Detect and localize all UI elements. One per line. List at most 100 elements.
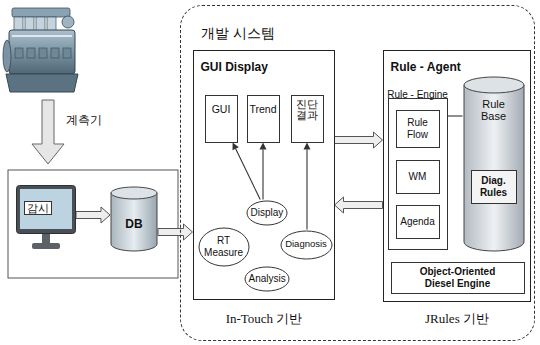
node-text: GUI [212,104,231,116]
monitoring-station-box [8,170,178,278]
text-area: Object-Oriented Diesel Engine [392,263,524,293]
node-text: Rule - Agent [391,61,461,74]
cylinder-head [47,17,56,31]
node-text: 개발 시스템 [201,26,275,42]
gui-display-panel: GUI DisplayGUI Trend 진단 결과 Display RT Measur… [193,50,335,300]
output-box: GUI [205,95,238,143]
text-area: Analysis [244,266,290,292]
monitor-neck [42,234,50,243]
engine-part-box: Rule Flow [396,110,440,148]
node-text: Diagnosis [285,239,327,250]
connector-arrow [76,207,110,223]
flywheel [3,40,11,72]
text-area: 진단 결과 [293,99,322,124]
engine-model-box: Object-Oriented Diesel Engine [391,262,525,294]
connector-arrow [335,197,383,213]
text-area: Trend [249,99,278,117]
monitor-base [32,243,60,249]
node-text: Diag. Rules [474,175,514,197]
monitor-icon: 감시 [16,185,76,251]
text-area: WM [397,161,439,193]
text-area: DB [110,186,158,252]
output-box: 진단 결과 [291,95,324,143]
engine-part-box: Agenda [396,205,440,239]
block-arrow [335,132,383,148]
monitor-screen [20,189,72,229]
platform-label: JRules 기반 [425,312,489,327]
node-text: Object-Oriented Diesel Engine [412,266,504,288]
node-text: Rule Base [471,98,517,123]
inspection-door [51,48,59,58]
cylinder-top [464,77,524,93]
arrowhead [233,143,239,151]
ellipse-outline [245,267,289,291]
cylinder-body [464,85,524,251]
text-area: Rule Flow [397,111,439,147]
rule-base-cylinder: Rule BaseDiag. Rules [463,76,525,252]
arrowhead [304,143,311,150]
measurement-arrow [32,100,64,164]
node-text: Rule Flow [399,117,437,139]
text-area: GUI [207,99,236,117]
text-area: Diag. Rules [472,171,516,203]
node-text: Trend [249,104,276,116]
text-area: Diagnosis [280,230,333,260]
cylinder-head [25,17,34,31]
platform-label: In-Touch 기반 [226,312,303,327]
system-boundary: 개발 시스템 GUI DisplayGUI Trend 진단 결과 Display RT … [180,5,535,341]
rules-box: Diag. Rules [471,170,517,204]
ellipse-outline [247,201,287,225]
ellipse-outline [281,231,332,259]
node-text: Agenda [400,216,434,227]
inspection-door [39,48,47,58]
connector-arrow [158,224,193,240]
connector-arrow [335,132,383,148]
inspection-door [15,48,23,58]
rule-agent-panel: Rule - AgentRule - EngineRule FlowWMAgen… [383,50,531,302]
function-ellipse: RT Measure [198,227,250,267]
diesel-engine-illustration [3,8,78,92]
block-arrow [335,197,383,213]
block-arrow [76,207,110,223]
engine-part-box: WM [396,160,440,194]
text-area: Rule - Agent [391,57,461,75]
function-ellipse: Display [246,200,288,226]
node-outline [16,185,76,251]
text-area: 개발 시스템 [201,24,275,42]
inspection-door [63,48,71,58]
connector-line [236,149,261,200]
cylinder-top [111,187,157,199]
node-text: GUI Display [201,61,268,74]
node-text: Analysis [249,273,285,284]
database-cylinder: DB [110,186,158,252]
block-arrow [158,224,193,240]
cylinder-body [111,193,157,251]
text-area: Display [246,200,288,226]
rule-engine-box: Rule - EngineRule FlowWMAgenda [388,98,448,250]
text-area: 감시 [24,198,52,216]
engine-base [6,74,78,92]
function-ellipse: Diagnosis [280,230,333,260]
ellipse-outline [199,228,249,266]
cylinder-head [36,17,45,31]
instrument-label: 계측기 [66,114,102,127]
connector-line [306,150,307,230]
node-text: WM [409,171,427,182]
output-box: Trend [247,95,280,143]
node-text: 진단 결과 [293,99,322,123]
connector-line [262,150,263,200]
node-text: RT Measure [203,235,245,257]
text-area: Agenda [397,206,439,238]
connector-arrow [304,143,311,230]
label-area: JRules 기반 [397,309,517,327]
node-text: DB [125,218,142,231]
engine-block [9,30,75,74]
node-text: Display [251,207,283,218]
monitor-frame [17,186,76,234]
inspection-door [27,48,35,58]
label-area: In-Touch 기반 [204,309,324,327]
engine-pipe [12,35,72,37]
text-area: RT Measure [198,227,250,267]
connector-arrow [260,143,267,200]
